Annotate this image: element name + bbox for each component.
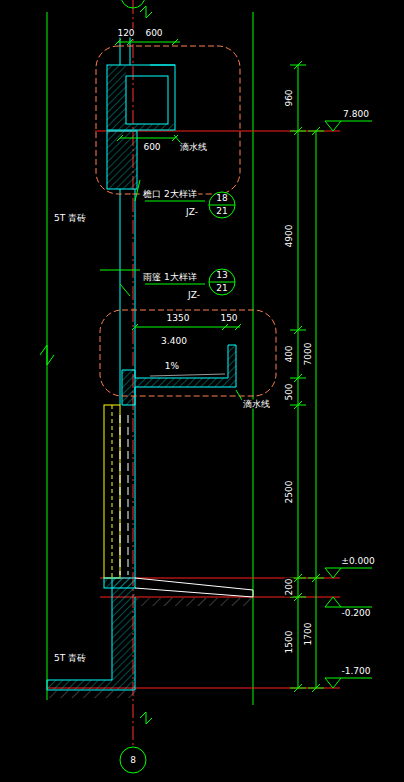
dimension-text: 1500	[285, 630, 294, 655]
callout-number: 21	[208, 207, 236, 216]
note-text: JZ-	[187, 291, 201, 300]
axis-bubble: 8	[119, 746, 147, 774]
note-text: 5T 青砖	[53, 214, 87, 223]
dimension-text: 400	[285, 344, 294, 363]
dimension-text: 2500	[285, 480, 294, 505]
dimension-text: -1.700	[340, 667, 371, 676]
note-text: 5T 青砖	[53, 654, 87, 663]
dimension-text: 1700	[304, 622, 313, 647]
note-text: JZ-	[185, 208, 199, 217]
note-text: 檐口 2大样详	[142, 190, 198, 199]
dimension-text: 600	[142, 143, 161, 152]
note-text: 滴水线	[242, 400, 271, 409]
dimension-text: 150	[219, 314, 238, 323]
dimension-text: 1%	[164, 362, 180, 371]
dimension-text: 1350	[166, 314, 191, 323]
dimension-text: 3.400	[160, 337, 188, 346]
dimension-text: 7000	[304, 342, 313, 367]
callout-number: 13	[208, 271, 236, 280]
note-text: 滴水线	[179, 143, 208, 152]
callout-number: 21	[208, 284, 236, 293]
dimension-text: 200	[285, 577, 294, 596]
dimension-text: 4900	[285, 224, 294, 249]
callout-number: 18	[208, 194, 236, 203]
dimension-text: 600	[144, 29, 163, 38]
dimension-text: 120	[116, 29, 135, 38]
callout-number: 8	[119, 756, 147, 765]
dimension-text: -0.200	[340, 609, 371, 618]
dimension-text: 960	[285, 88, 294, 107]
detail-callout: 1321	[208, 268, 236, 296]
dimension-text: 7.800	[342, 110, 370, 119]
detail-callout: 1821	[208, 191, 236, 219]
note-text: 雨篷 1大样详	[142, 273, 198, 282]
dimension-text: 500	[285, 382, 294, 401]
dimension-text: ±0.000	[340, 557, 375, 566]
